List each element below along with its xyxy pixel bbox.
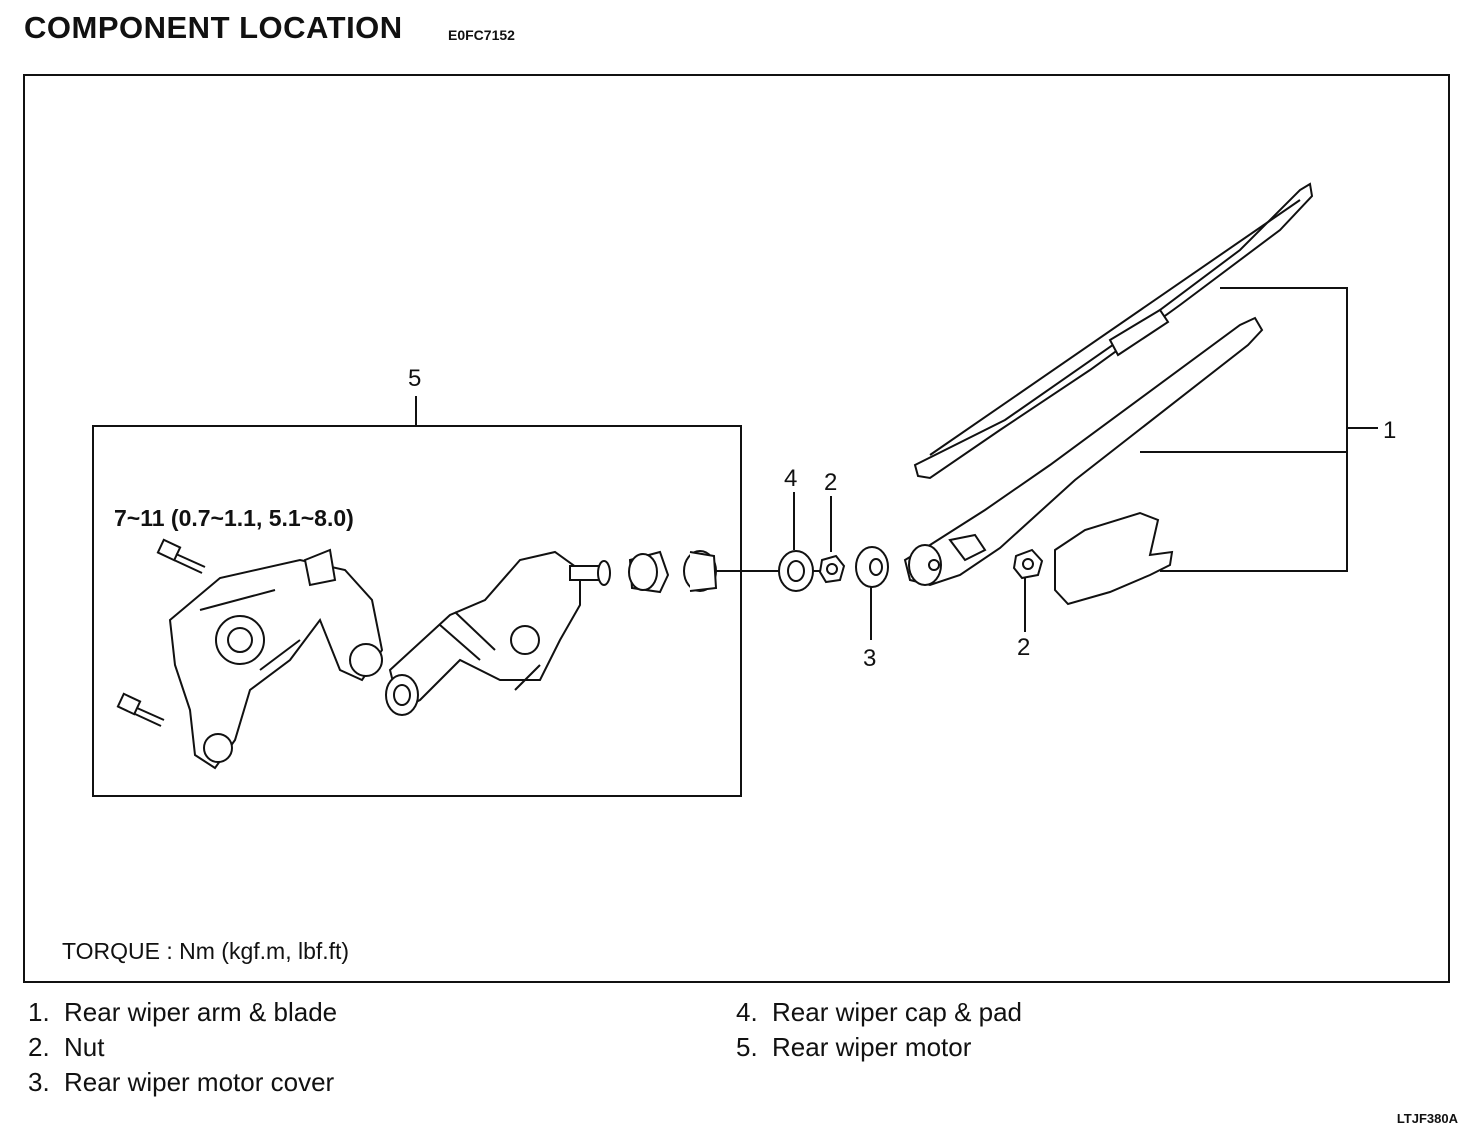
legend-item-5: 5.Rear wiper motor bbox=[736, 1032, 972, 1062]
legend-item-1: 1.Rear wiper arm & blade bbox=[28, 997, 338, 1027]
callout-motor: 5 bbox=[408, 365, 422, 392]
grommet-icon bbox=[628, 550, 718, 594]
figure-code: LTJF380A bbox=[1396, 1111, 1458, 1126]
bracket-icon bbox=[168, 548, 384, 770]
motor-icon bbox=[385, 550, 611, 716]
callout-nut-lower: 2 bbox=[1017, 634, 1031, 661]
torque-spec-label: 7~11 (0.7~1.1, 5.1~8.0) bbox=[114, 505, 354, 531]
legend-item-3: 3.Rear wiper motor cover bbox=[28, 1067, 335, 1097]
wiper-arm-icon bbox=[903, 316, 1264, 587]
torque-unit-label: TORQUE : Nm (kgf.m, lbf.ft) bbox=[62, 938, 350, 964]
callout-nut-upper: 2 bbox=[824, 469, 838, 496]
wiper-blade-icon bbox=[913, 182, 1314, 480]
document-code: E0FC7152 bbox=[448, 27, 515, 43]
callout-cap-pad: 4 bbox=[784, 465, 798, 492]
legend-item-2: 2.Nut bbox=[28, 1032, 105, 1062]
cap-icon bbox=[1054, 511, 1174, 606]
cover-icon bbox=[855, 546, 889, 588]
nut-icon bbox=[818, 548, 1044, 584]
callout-motor-cover: 3 bbox=[863, 645, 877, 672]
bolt-icon bbox=[116, 538, 206, 727]
callout-arm-blade: 1 bbox=[1383, 417, 1397, 444]
washer-icon bbox=[778, 550, 814, 592]
page-title: COMPONENT LOCATION bbox=[24, 10, 403, 45]
diagram-frame bbox=[23, 74, 1450, 983]
legend-item-4: 4.Rear wiper cap & pad bbox=[736, 997, 1023, 1027]
